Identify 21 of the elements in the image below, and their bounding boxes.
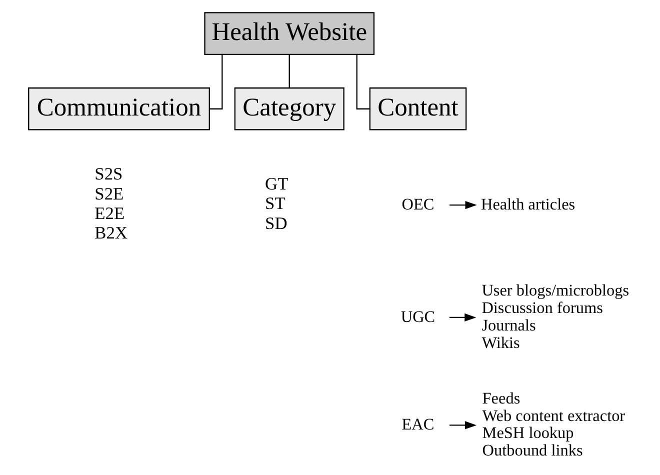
- node-label: S2E: [94, 184, 124, 204]
- node-text: UGC: [400, 308, 435, 326]
- node-text: EAC: [401, 416, 434, 434]
- arrow: [449, 421, 476, 430]
- node-label: B2X: [94, 224, 128, 243]
- node-label: S2S: [94, 164, 122, 184]
- node-box: Content: [368, 87, 466, 130]
- node-text: User blogs/microblogs Discussion forums Journals Wikis: [481, 282, 629, 352]
- node-label: E2E: [94, 204, 124, 223]
- arrow: [449, 201, 476, 210]
- node-text: OEC: [401, 195, 434, 214]
- arrow: [448, 313, 476, 322]
- node-box: Health Website: [204, 12, 374, 55]
- connector: [288, 54, 290, 88]
- node-label: SD: [264, 214, 287, 233]
- node-label: ST: [264, 194, 285, 214]
- node-label: GT: [264, 174, 288, 194]
- node-text: Feeds Web content extractor MeSH lookup Outbound links: [482, 389, 625, 460]
- node-box: Category: [234, 87, 344, 130]
- node-text: Health articles: [480, 195, 575, 214]
- node-box: Communication: [28, 87, 210, 130]
